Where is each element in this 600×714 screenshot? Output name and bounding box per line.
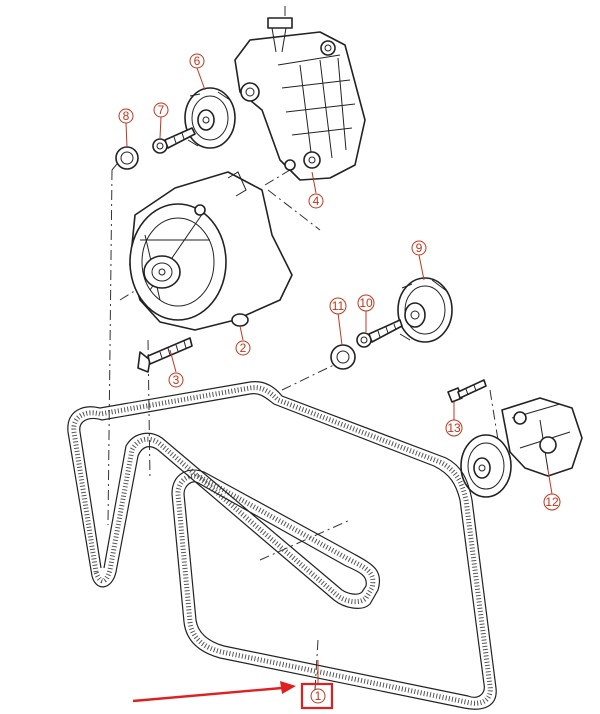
- callout-10[interactable]: 10: [357, 294, 375, 312]
- part-number-6: 6: [194, 54, 201, 68]
- idler-middle-bolt: [356, 319, 403, 348]
- part-number-11: 11: [332, 299, 345, 313]
- callout-8[interactable]: 8: [118, 108, 134, 124]
- callout-7[interactable]: 7: [153, 102, 169, 118]
- part-number-1: 1: [315, 689, 322, 703]
- callout-1[interactable]: 1: [310, 688, 326, 704]
- callout-leaders: [125, 67, 553, 685]
- part-number-8: 8: [123, 109, 130, 123]
- idler-pulley-middle: [397, 277, 453, 343]
- callout-3[interactable]: 3: [168, 372, 184, 388]
- idler-middle-cap: [330, 344, 356, 370]
- poly-v-belt: [67, 381, 497, 710]
- part-number-3: 3: [173, 373, 180, 387]
- tensioner-bolt: [447, 379, 487, 403]
- alternator: [129, 171, 293, 331]
- callout-11[interactable]: 11: [329, 297, 347, 315]
- callout-6[interactable]: 6: [189, 53, 205, 69]
- part-number-2: 2: [240, 341, 247, 355]
- alternator-bolt: [137, 337, 193, 373]
- highlight-arrow: [132, 681, 296, 703]
- part-number-13: 13: [447, 421, 461, 435]
- part-number-7: 7: [158, 103, 165, 117]
- alternator-bracket: [234, 17, 366, 181]
- part-number-9: 9: [416, 241, 423, 255]
- part-number-10: 10: [359, 296, 373, 310]
- part-number-4: 4: [313, 194, 320, 208]
- callout-9[interactable]: 9: [411, 240, 427, 256]
- part-number-12: 12: [545, 495, 559, 509]
- belt-tensioner: [460, 397, 583, 498]
- highlight-box: [300, 682, 334, 710]
- idler-top-cap: [115, 146, 139, 170]
- idler-pulley-top: [184, 87, 236, 149]
- callout-12[interactable]: 12: [543, 493, 561, 511]
- callout-4[interactable]: 4: [308, 193, 324, 209]
- callout-13[interactable]: 13: [445, 419, 463, 437]
- callout-2[interactable]: 2: [235, 340, 251, 356]
- idler-top-bolt: [152, 127, 196, 154]
